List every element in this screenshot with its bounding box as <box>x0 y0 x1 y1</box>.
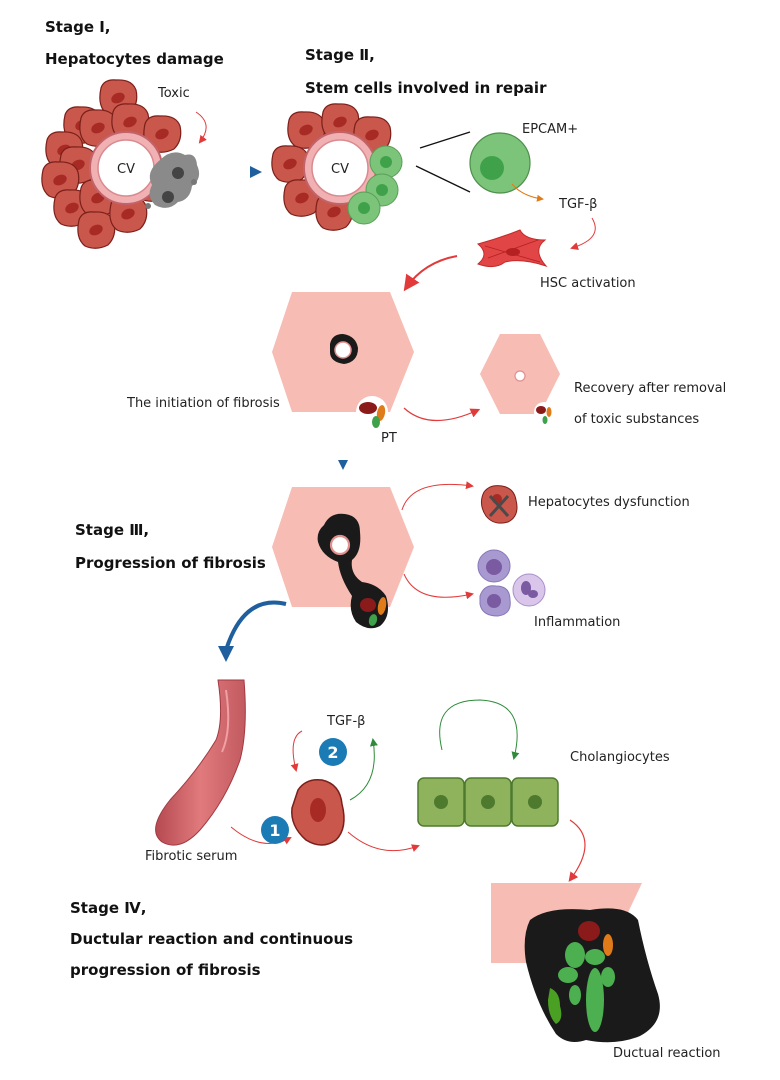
cholangiocyte-to-ductual-arrow <box>568 819 586 882</box>
tgf-to-hsc-arrow <box>570 217 596 251</box>
toxic-label: Toxic <box>157 86 190 101</box>
recovery-label-line2: of toxic substances <box>574 412 699 427</box>
central-vein-lumen-2 <box>311 139 369 197</box>
recovery-arrow <box>403 407 481 422</box>
fibrotic-serum-label: Fibrotic serum <box>145 849 237 864</box>
hepatocyte-to-cholangiocyte-arrow <box>347 831 420 852</box>
stage3-title: Stage Ⅲ, <box>75 521 149 539</box>
inflammatory-cells <box>477 549 546 617</box>
hsc-activation-label: HSC activation <box>540 276 636 291</box>
portal-triad-small <box>534 402 554 424</box>
step-1-badge <box>261 816 289 844</box>
tgf-secretion-arrow <box>511 183 544 202</box>
stage4-line1: Ductular reaction and continuous <box>70 930 353 948</box>
hepatocyte-bottom <box>291 778 345 846</box>
initiation-label: The initiation of fibrosis <box>126 396 280 411</box>
step-1-badge-label: 1 <box>269 821 280 840</box>
cholangiocytes-label: Cholangiocytes <box>570 750 670 765</box>
toxic-arrow <box>195 111 207 144</box>
step-2-badge-label: 2 <box>327 743 338 762</box>
hsc-cell <box>476 229 548 268</box>
hsc-to-fibrosis-arrow <box>403 255 458 292</box>
tgf-beta-label-top: TGF-β <box>558 197 597 212</box>
recovered-central-vein <box>514 370 526 382</box>
hepatocytes-dysfunction-label: Hepatocytes dysfunction <box>528 495 690 510</box>
inflammation-label: Inflammation <box>534 615 620 630</box>
ductual-reaction-label: Ductual reaction <box>613 1046 721 1061</box>
stage2-title: Stage Ⅱ, <box>305 46 375 64</box>
fibrotic-ring <box>330 334 358 364</box>
zoom-line-bottom <box>415 165 471 193</box>
to-inflammation-arrow <box>403 573 474 600</box>
stage4-line2: progression of fibrosis <box>70 961 261 979</box>
blood-vessel <box>155 679 246 846</box>
zoom-line-top <box>419 131 471 149</box>
autocrine-arrow <box>290 730 303 772</box>
stage2-subtitle: Stem cells involved in repair <box>305 79 547 97</box>
cholangiocyte-row <box>417 777 559 827</box>
step-2-badge <box>319 738 347 766</box>
stage3-subtitle: Progression of fibrosis <box>75 554 266 572</box>
initiation-to-progression-arrowhead <box>338 460 348 470</box>
stage4-title: Stage Ⅳ, <box>70 899 146 917</box>
central-vein-label-2: CV <box>331 162 349 177</box>
stage1-subtitle: Hepatocytes damage <box>45 50 224 68</box>
tgf-beta-label-bottom-text: TGF-β <box>326 714 365 729</box>
progression-to-stage4-arrow <box>224 600 287 651</box>
stage1-title: Stage Ⅰ, <box>45 18 111 36</box>
hepatocyte-to-tgf-arrow <box>349 738 378 801</box>
epcam-stem-cell <box>469 132 531 194</box>
portal-triad <box>356 396 388 428</box>
stage1-to-stage2-arrowhead <box>250 166 262 178</box>
epcam-label: EPCAM+ <box>522 122 578 137</box>
progression-to-stage4-arrowhead <box>218 646 234 662</box>
recovery-label-line1: Recovery after removal <box>574 381 726 396</box>
cholangiocyte-proliferation-arrow <box>439 699 520 760</box>
dysfunctional-hepatocyte <box>480 485 518 524</box>
bridging-fibrosis <box>317 513 388 629</box>
necrotic-cells <box>145 152 200 209</box>
serum-to-hepatocyte-arrow <box>230 826 292 845</box>
to-hepatocyte-dysfunction-arrow <box>401 481 474 511</box>
portal-triad-label: PT <box>381 431 397 446</box>
ductular-reaction-mass <box>524 908 660 1043</box>
central-vein-label: CV <box>117 162 135 177</box>
